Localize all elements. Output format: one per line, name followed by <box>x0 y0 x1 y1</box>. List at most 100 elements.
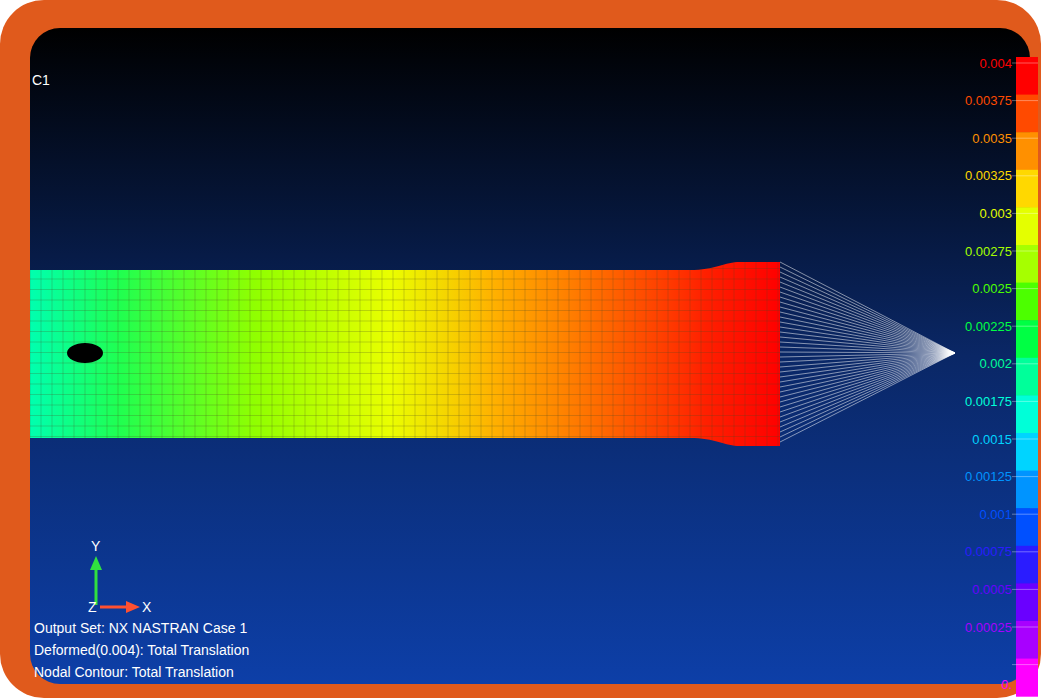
scale-tick <box>1012 63 1038 64</box>
scale-value: 0.0025 <box>972 281 1012 296</box>
mesh-line <box>690 255 691 452</box>
mesh-line <box>184 255 185 452</box>
mesh-line <box>30 342 780 343</box>
spider-line <box>780 353 955 402</box>
axis-label: Y <box>91 538 100 554</box>
mesh-line <box>745 255 746 452</box>
mesh-line <box>569 255 570 452</box>
scale-tick <box>1012 439 1038 440</box>
mesh-line <box>30 279 780 280</box>
mesh-line <box>679 255 680 452</box>
scale-tick <box>1012 401 1038 402</box>
scale-tick <box>1012 514 1038 515</box>
scale-tick <box>1012 175 1038 176</box>
axis-triad <box>90 556 140 613</box>
mesh-line <box>283 255 284 452</box>
scale-value: 0.00175 <box>965 394 1012 409</box>
spider-line <box>780 332 955 353</box>
scale-value: 0.00325 <box>965 168 1012 183</box>
mesh-line <box>558 255 559 452</box>
mesh-line <box>30 310 780 311</box>
spider-line <box>780 292 955 353</box>
scale-value: 0.00125 <box>965 469 1012 484</box>
spider-line <box>780 302 955 353</box>
mesh-line <box>261 255 262 452</box>
scale-tick <box>1012 363 1038 364</box>
mesh-line <box>30 405 780 406</box>
mesh-line <box>272 255 273 452</box>
mesh-line <box>217 255 218 452</box>
mesh-line <box>657 255 658 452</box>
spider-line <box>780 342 955 353</box>
color-scale <box>1012 57 1038 697</box>
spider-line <box>780 272 955 353</box>
mesh-line <box>459 255 460 452</box>
mesh-line <box>228 255 229 452</box>
scale-tick <box>1012 251 1038 252</box>
spider-line <box>780 327 955 353</box>
mesh-line <box>151 255 152 452</box>
mesh-line <box>360 255 361 452</box>
mesh-line <box>129 255 130 452</box>
mesh-line <box>349 255 350 452</box>
spider-line <box>780 337 955 353</box>
mesh-line <box>30 258 780 259</box>
mesh-line <box>448 255 449 452</box>
spider-line <box>780 353 955 427</box>
mesh-line <box>140 255 141 452</box>
mesh-line <box>723 255 724 452</box>
mesh-line <box>415 255 416 452</box>
scale-tick <box>1012 664 1038 665</box>
mesh-line <box>30 373 780 374</box>
mesh-line <box>305 255 306 452</box>
scale-value: 0.0015 <box>972 432 1012 447</box>
spider-line <box>780 353 955 422</box>
mesh-line <box>734 255 735 452</box>
spider-line <box>780 353 955 397</box>
mesh-line <box>30 255 31 452</box>
mesh-line <box>250 255 251 452</box>
scale-value: 0.003 <box>979 206 1012 221</box>
scale-value: 0. <box>1001 677 1012 692</box>
spider-line <box>780 322 955 353</box>
scale-value: 0.0035 <box>972 131 1012 146</box>
mesh-line <box>316 255 317 452</box>
mesh-line <box>30 352 780 353</box>
mesh-line <box>371 255 372 452</box>
mesh-line <box>602 255 603 452</box>
mesh-line <box>30 331 780 332</box>
mesh-line <box>382 255 383 452</box>
scale-value: 0.00075 <box>965 544 1012 559</box>
mesh-line <box>52 255 53 452</box>
mesh-line <box>195 255 196 452</box>
status-line: Nodal Contour: Total Translation <box>34 664 234 680</box>
mesh-line <box>30 447 780 448</box>
status-line: Output Set: NX NASTRAN Case 1 <box>34 620 247 636</box>
scale-value: 0.001 <box>979 507 1012 522</box>
spider-line <box>780 353 955 392</box>
scale-tick <box>1012 627 1038 628</box>
mesh-line <box>30 363 780 364</box>
mesh-line <box>30 394 780 395</box>
mesh-line <box>481 255 482 452</box>
spider-line <box>780 353 955 437</box>
scale-value: 0.00375 <box>965 93 1012 108</box>
axis-label: Z <box>88 599 97 615</box>
spider-line <box>780 317 955 353</box>
scale-tick <box>1012 326 1038 327</box>
mesh-line <box>294 255 295 452</box>
spider-line <box>780 312 955 353</box>
view-title: C1 <box>32 72 50 88</box>
spider-line <box>780 353 955 417</box>
spider-line <box>780 353 955 387</box>
spider-line <box>780 297 955 353</box>
beam-mesh <box>30 262 780 446</box>
mesh-line <box>30 415 780 416</box>
scale-tick <box>1012 288 1038 289</box>
spider-line <box>780 352 955 353</box>
mesh-line <box>30 426 780 427</box>
scale-tick <box>1012 589 1038 590</box>
mesh-line <box>514 255 515 452</box>
